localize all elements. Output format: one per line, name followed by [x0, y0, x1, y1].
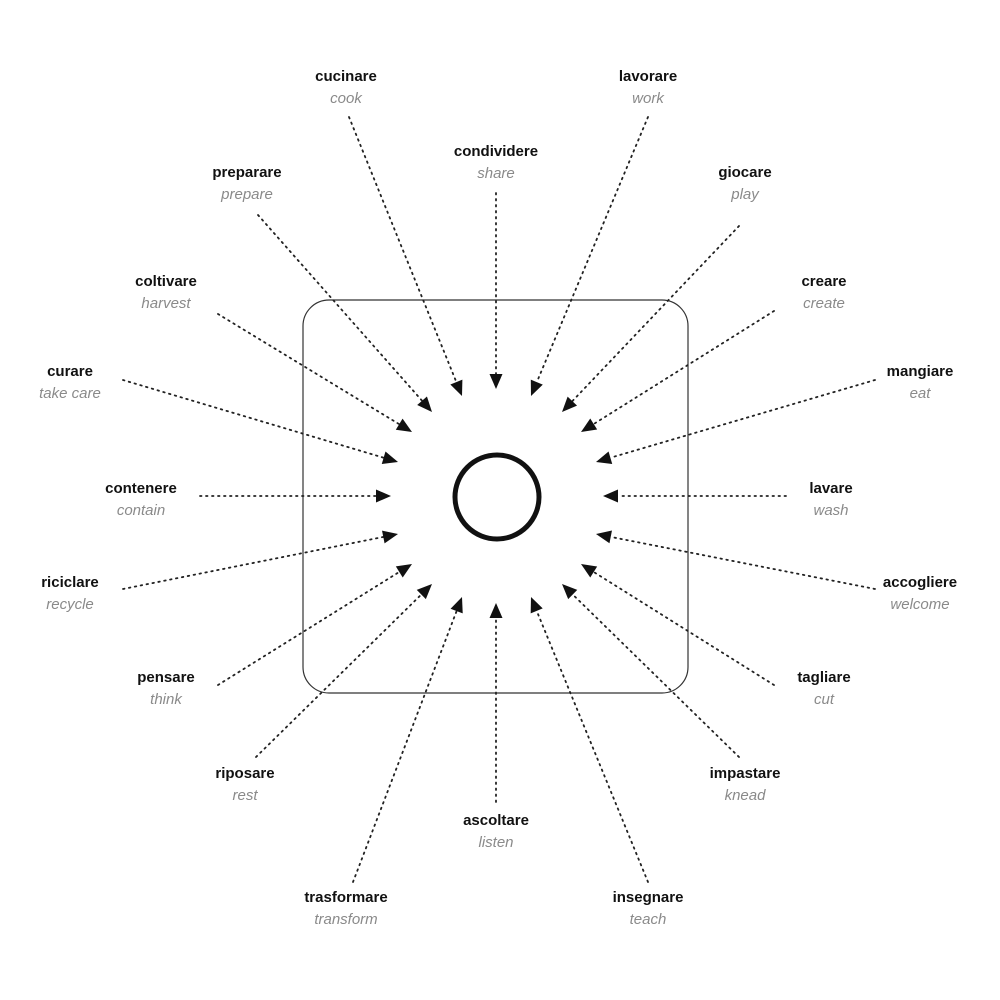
action-translation: take care: [39, 385, 101, 402]
connector-insegnare: [535, 609, 649, 883]
arrowhead-icon: [376, 489, 391, 503]
action-translation: listen: [478, 834, 514, 851]
action-translation: cook: [330, 90, 362, 107]
action-label-accogliere: accogliere welcome: [820, 572, 1000, 616]
action-word: coltivare: [135, 273, 197, 290]
action-translation: play: [731, 186, 759, 203]
connector-riposare: [255, 593, 423, 758]
arrowhead-icon: [596, 451, 613, 465]
action-translation: work: [632, 90, 664, 107]
action-label-ascoltare: ascoltare listen: [396, 810, 596, 854]
action-translation: eat: [909, 385, 931, 402]
action-label-preparare: preparare prepare: [147, 162, 347, 206]
action-word: impastare: [709, 765, 781, 782]
action-label-cucinare: cucinare cook: [246, 66, 446, 110]
action-translation: transform: [314, 911, 378, 928]
action-word: preparare: [212, 164, 282, 181]
action-label-giocare: giocare play: [645, 162, 845, 206]
action-translation: teach: [629, 911, 667, 928]
arrowhead-icon: [596, 530, 612, 544]
action-label-condividere: condividere share: [396, 141, 596, 185]
action-word: trasformare: [304, 889, 388, 906]
arrowhead-icon: [417, 396, 432, 412]
arrowhead-icon: [416, 584, 432, 600]
action-word: accogliere: [882, 574, 958, 591]
action-word: curare: [47, 363, 93, 380]
action-translation: harvest: [141, 295, 191, 312]
arrowhead-icon: [562, 396, 578, 412]
action-label-trasformare: trasformare transform: [246, 887, 446, 931]
action-word: cucinare: [315, 68, 377, 85]
arrowhead-icon: [489, 603, 503, 618]
action-word: lavare: [809, 480, 853, 497]
action-word: riciclare: [41, 574, 99, 591]
arrowhead-icon: [581, 564, 598, 578]
arrowhead-icon: [489, 374, 503, 389]
action-word: pensare: [137, 669, 195, 686]
connector-riciclare: [122, 536, 385, 590]
action-label-insegnare: insegnare teach: [548, 887, 748, 931]
connector-trasformare: [352, 610, 458, 883]
action-label-coltivare: coltivare harvest: [66, 271, 266, 315]
arrowhead-icon: [450, 379, 463, 396]
action-translation: recycle: [46, 596, 94, 613]
action-translation: contain: [116, 502, 166, 519]
action-label-lavorare: lavorare work: [548, 66, 748, 110]
connector-coltivare: [217, 313, 401, 426]
action-word: giocare: [718, 164, 772, 181]
action-label-mangiare: mangiare eat: [820, 361, 1000, 405]
action-translation: share: [477, 165, 515, 182]
arrowhead-icon: [562, 584, 578, 600]
action-label-impastare: impastare knead: [645, 763, 845, 807]
connector-cucinare: [348, 116, 458, 383]
center-circle-icon: [452, 452, 542, 542]
action-label-pensare: pensare think: [66, 667, 266, 711]
connector-tagliare: [592, 571, 775, 686]
connector-creare: [592, 310, 775, 425]
action-label-lavare: lavare wash: [731, 478, 931, 522]
action-word: creare: [801, 273, 847, 290]
arrowhead-icon: [581, 418, 598, 432]
action-word: contenere: [105, 480, 177, 497]
action-word: tagliare: [797, 669, 851, 686]
action-word: mangiare: [886, 363, 954, 380]
arrowhead-icon: [603, 489, 618, 503]
action-translation: rest: [232, 787, 258, 804]
action-translation: knead: [724, 787, 766, 804]
arrowhead-icon: [395, 564, 412, 578]
action-word: riposare: [215, 765, 275, 782]
action-translation: wash: [813, 502, 849, 519]
action-word: condividere: [453, 143, 539, 160]
connector-lavorare: [535, 116, 649, 384]
arrowhead-icon: [530, 379, 543, 396]
connectors: [122, 116, 876, 883]
action-word: lavorare: [618, 68, 678, 85]
arrowhead-icon: [381, 451, 398, 464]
arrowhead-icon: [395, 418, 412, 432]
action-label-curare: curare take care: [0, 361, 170, 405]
action-label-riciclare: riciclare recycle: [0, 572, 170, 616]
action-label-riposare: riposare rest: [145, 763, 345, 807]
arrowhead-icon: [450, 597, 463, 614]
action-translation: welcome: [890, 596, 950, 613]
arrowhead-icon: [382, 530, 398, 544]
arrowhead-icon: [530, 597, 543, 614]
action-translation: create: [803, 295, 845, 312]
action-label-creare: creare create: [724, 271, 924, 315]
connector-preparare: [257, 214, 423, 402]
action-translation: think: [150, 691, 182, 708]
action-label-contenere: contenere contain: [41, 478, 241, 522]
action-translation: cut: [813, 691, 834, 708]
connector-pensare: [217, 571, 401, 686]
connector-impastare: [571, 593, 740, 758]
action-word: insegnare: [612, 889, 684, 906]
action-word: ascoltare: [463, 812, 529, 829]
connector-mangiare: [609, 379, 876, 459]
action-translation: prepare: [221, 186, 273, 203]
action-label-tagliare: tagliare cut: [724, 667, 924, 711]
connector-giocare: [571, 225, 740, 403]
